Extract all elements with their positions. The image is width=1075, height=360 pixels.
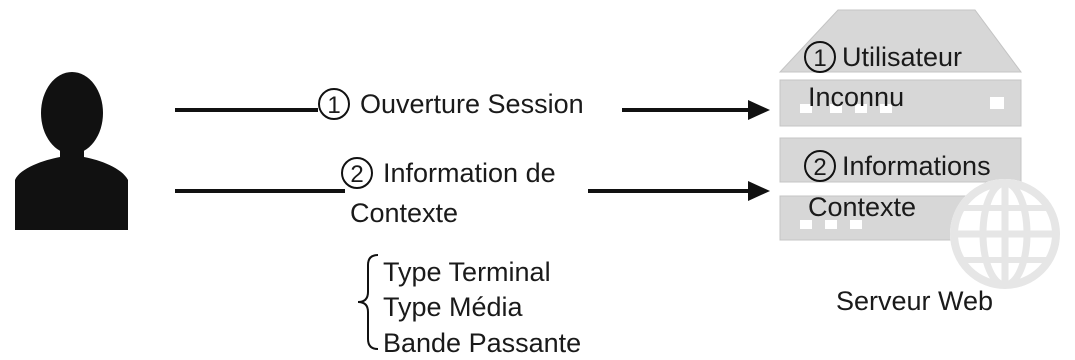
server-unit-1 xyxy=(779,79,1022,127)
step1-label: Ouverture Session xyxy=(360,89,584,119)
context-details: Type Terminal Type Média Bande Passante xyxy=(357,254,581,358)
context-item-terminal: Type Terminal xyxy=(383,257,551,287)
arrow-right-icon xyxy=(748,100,770,120)
server-step-number-2: 2 xyxy=(813,154,826,181)
arrow-context: 2 Information de Contexte xyxy=(175,157,770,228)
server-caption: Serveur Web xyxy=(836,286,993,316)
step-number-circle-2 xyxy=(341,157,373,189)
step-number-1: 1 xyxy=(327,92,340,119)
user-silhouette-icon xyxy=(15,72,128,230)
step-number-2: 2 xyxy=(350,161,363,188)
server-block-unknown-user: 1 Utilisateur Inconnu xyxy=(804,41,962,112)
server-step-circle-1 xyxy=(804,41,836,73)
curly-brace-icon xyxy=(357,254,379,350)
server-step-number-1: 1 xyxy=(813,45,826,72)
step-number-circle-1 xyxy=(318,88,350,120)
step2-label-line2: Contexte xyxy=(350,198,458,228)
arrow-right-icon xyxy=(748,181,770,201)
server-step-circle-2 xyxy=(804,150,836,182)
context-item-bandwidth: Bande Passante xyxy=(383,328,581,358)
arrow-session: 1 Ouverture Session xyxy=(175,88,770,120)
server-unit-2 xyxy=(779,137,1022,183)
server-block1-line2: Inconnu xyxy=(808,82,904,112)
server-block2-line1: Informations xyxy=(842,151,991,181)
globe-icon xyxy=(950,179,1060,289)
server-block2-line2: Contexte xyxy=(808,192,916,222)
step2-label-line1: Information de xyxy=(383,158,556,188)
server-block1-line1: Utilisateur xyxy=(842,42,962,72)
server-block-context: 2 Informations Contexte xyxy=(804,150,991,222)
context-item-media: Type Média xyxy=(383,292,524,322)
